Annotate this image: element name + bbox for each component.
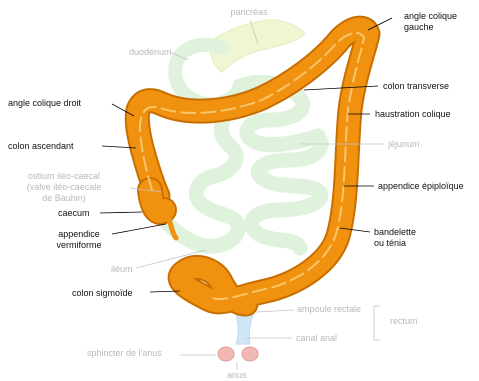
label-sphincter-anus: sphincter de l'anus xyxy=(87,348,162,359)
label-duodenum: duodénum xyxy=(129,47,172,58)
label-colon-sigmoide: colon sigmoïde xyxy=(72,288,133,299)
sphincter-left xyxy=(218,347,234,361)
label-colon-transverse: colon transverse xyxy=(383,81,449,92)
label-ampoule-rectale: ampoule rectale xyxy=(297,304,361,315)
label-anus: anus xyxy=(227,370,247,381)
sphincter-right xyxy=(242,347,258,361)
label-angle-colique-droit: angle colique droit xyxy=(8,98,81,109)
label-rectum: rectum xyxy=(390,316,418,327)
label-colon-ascendant: colon ascendant xyxy=(8,141,74,152)
label-ostium-ileo-caecal: ostium iléo-caecal (valve iléo-caecale d… xyxy=(4,171,124,204)
label-appendice-vermiforme: appendice vermiforme xyxy=(44,229,114,251)
label-angle-colique-gauche: angle colique gauche xyxy=(404,11,457,33)
label-pancreas: pancréas xyxy=(221,7,277,18)
label-haustration-colique: haustration colique xyxy=(375,109,451,120)
label-canal-anal: canal anal xyxy=(296,333,337,344)
label-caecum: caecum xyxy=(58,208,90,219)
label-ileum: iléum xyxy=(111,264,133,275)
label-appendice-epiploique: appendice épiploïque xyxy=(378,181,464,192)
label-bandelette: bandelette ou ténia xyxy=(374,227,416,249)
label-jejunum: jéjunum xyxy=(388,139,420,150)
